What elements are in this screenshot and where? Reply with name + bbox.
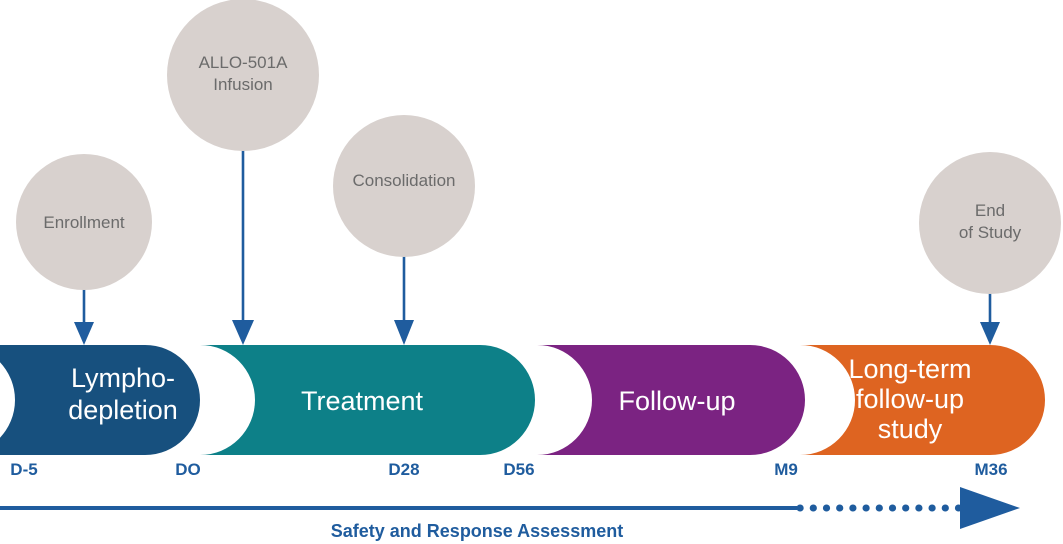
timeline-axis [0,487,1020,529]
callout-bubble-consolidation[interactable]: Consolidation [333,115,475,257]
phase-segment-lymphodepletion[interactable]: Lympho- depletion [0,345,200,455]
callout-bubble-allo-501a-infusion[interactable]: ALLO-501A Infusion [167,0,319,151]
callout-arrow-allo-501a-infusion [232,150,254,345]
callout-label-end-of-study-line1: End [975,201,1005,220]
callout-arrow-enrollment [74,288,94,345]
phase-label-treatment: Treatment [301,386,424,416]
timeline-tick-m9: M9 [774,460,798,479]
timeline-tick-d-minus-5: D-5 [10,460,37,479]
phase-label-longterm-line3: study [878,414,943,444]
timeline-tick-d0: DO [175,460,201,479]
phase-label-lymphodepletion-line1: Lympho- [71,363,175,393]
phase-label-lymphodepletion-line2: depletion [68,395,178,425]
callout-label-end-of-study-line2: of Study [959,223,1022,242]
callout-arrow-end-of-study [980,292,1000,345]
phase-label-followup: Follow-up [618,386,735,416]
phase-segment-followup[interactable]: Follow-up [537,345,805,455]
timeline-tick-d28: D28 [388,460,419,479]
phase-label-longterm-line2: follow-up [856,384,964,414]
callout-bubble-enrollment[interactable]: Enrollment [16,154,152,290]
phase-segment-treatment[interactable]: Treatment [200,345,535,455]
callout-arrow-consolidation [394,255,414,345]
phase-segment-longterm-followup[interactable]: Long-term follow-up study [800,345,1045,455]
timeline-tick-d56: D56 [503,460,534,479]
timeline-axis-label: Safety and Response Assessment [331,521,623,541]
callout-label-allo-501a-line1: ALLO-501A [199,53,288,72]
callout-label-allo-501a-line2: Infusion [213,75,273,94]
timeline-tick-m36: M36 [974,460,1007,479]
callout-bubble-end-of-study[interactable]: End of Study [919,152,1061,294]
callout-label-consolidation: Consolidation [352,171,455,190]
phase-label-longterm-line1: Long-term [848,354,971,384]
callout-label-enrollment: Enrollment [43,213,125,232]
